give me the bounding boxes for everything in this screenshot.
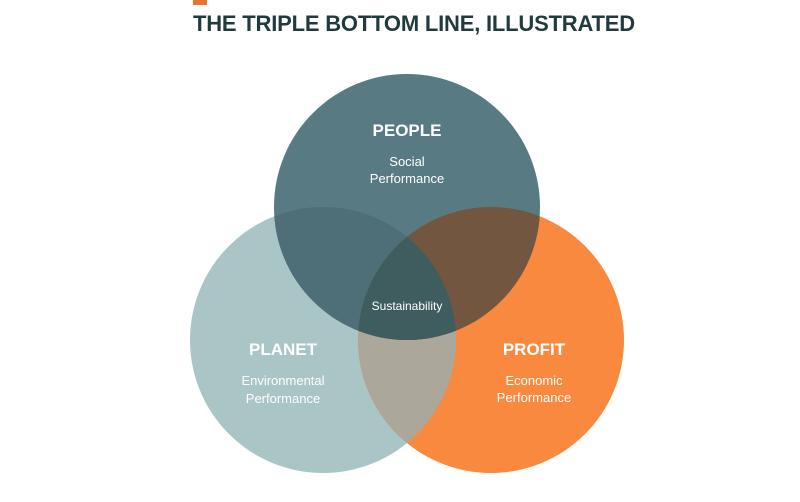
profit-title: PROFIT [503,340,566,359]
planet-subtitle-line1: Environmental [241,373,324,388]
people-subtitle-line2: Performance [370,171,444,186]
people-title: PEOPLE [373,121,442,140]
sustainability-label: Sustainability [372,299,443,313]
profit-subtitle-line1: Economic [505,373,563,388]
title-accent-bar [193,0,207,5]
planet-title: PLANET [249,340,318,359]
page-title: THE TRIPLE BOTTOM LINE, ILLUSTRATED [193,11,635,36]
sustainability-overlap [358,207,456,340]
planet-subtitle-line2: Performance [246,391,320,406]
people-subtitle-line1: Social [389,154,425,169]
profit-subtitle-line2: Performance [497,390,571,405]
